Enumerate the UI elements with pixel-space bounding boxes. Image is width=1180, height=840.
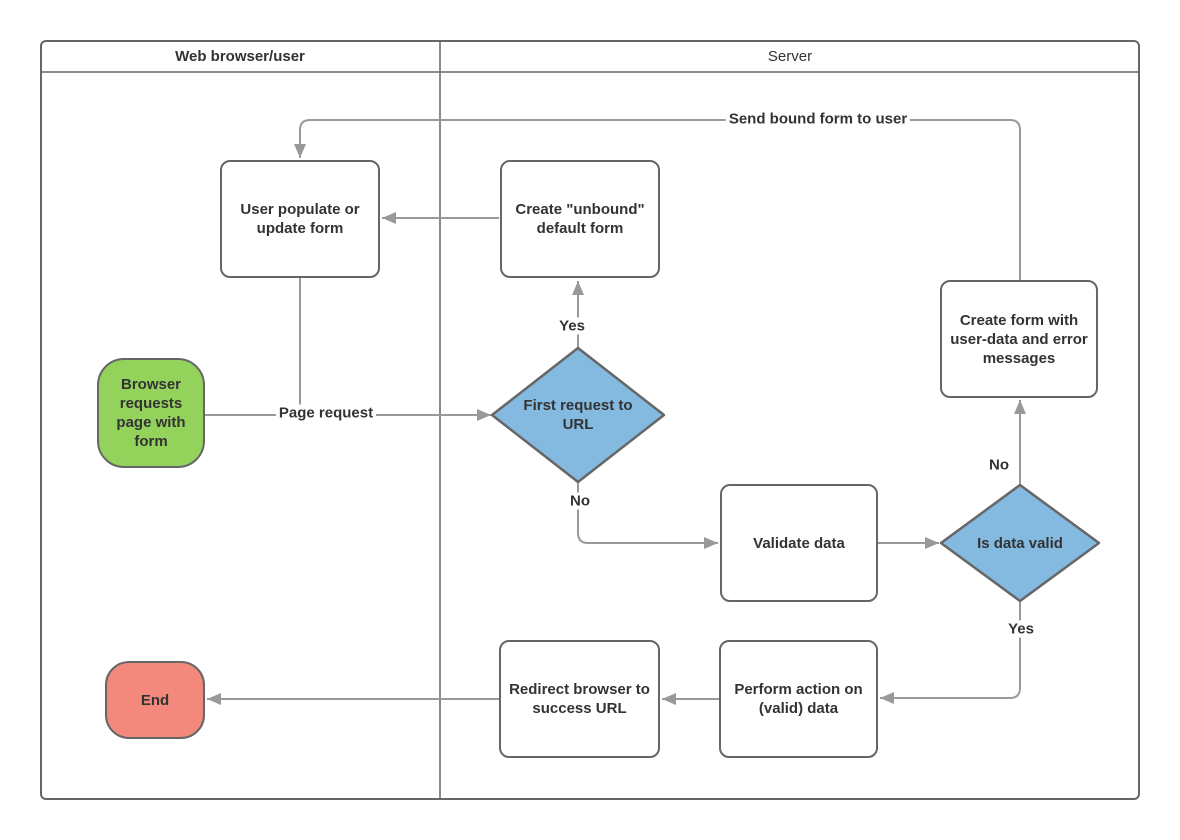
node-first-request-label: First request to URL bbox=[523, 397, 633, 433]
node-is-valid-label: Is data valid bbox=[977, 534, 1063, 552]
edge-label-valid-yes: Yes bbox=[1005, 620, 1037, 638]
edge-label-first-no: No bbox=[567, 492, 593, 510]
node-perform-action: Perform action on (valid) data bbox=[719, 640, 878, 758]
decision-is-valid-shape bbox=[939, 483, 1101, 603]
node-create-form-errors: Create form with user-data and error mes… bbox=[940, 280, 1098, 398]
node-redirect-browser: Redirect browser to success URL bbox=[499, 640, 660, 758]
node-user-populate: User populate or update form bbox=[220, 160, 380, 278]
edge-valid-yes bbox=[880, 601, 1021, 704]
decision-first-request-shape bbox=[490, 346, 666, 484]
lane-header-server: Server bbox=[767, 47, 813, 65]
node-end: End bbox=[105, 661, 205, 739]
node-validate-data: Validate data bbox=[720, 484, 878, 602]
lane-header-web-browser: Web browser/user bbox=[175, 47, 305, 65]
node-create-unbound: Create "unbound" default form bbox=[500, 160, 660, 278]
edge-first-request-no bbox=[577, 482, 718, 549]
node-start: Browser requests page with form bbox=[97, 358, 205, 468]
edge-label-send-bound: Send bound form to user bbox=[725, 110, 911, 128]
swimlane-frame bbox=[40, 40, 1140, 800]
edge-send-bound-form bbox=[294, 119, 1021, 280]
edge-label-page-request: Page request bbox=[275, 404, 377, 422]
edge-label-valid-no: No bbox=[986, 456, 1012, 474]
edge-label-first-yes: Yes bbox=[556, 317, 588, 335]
